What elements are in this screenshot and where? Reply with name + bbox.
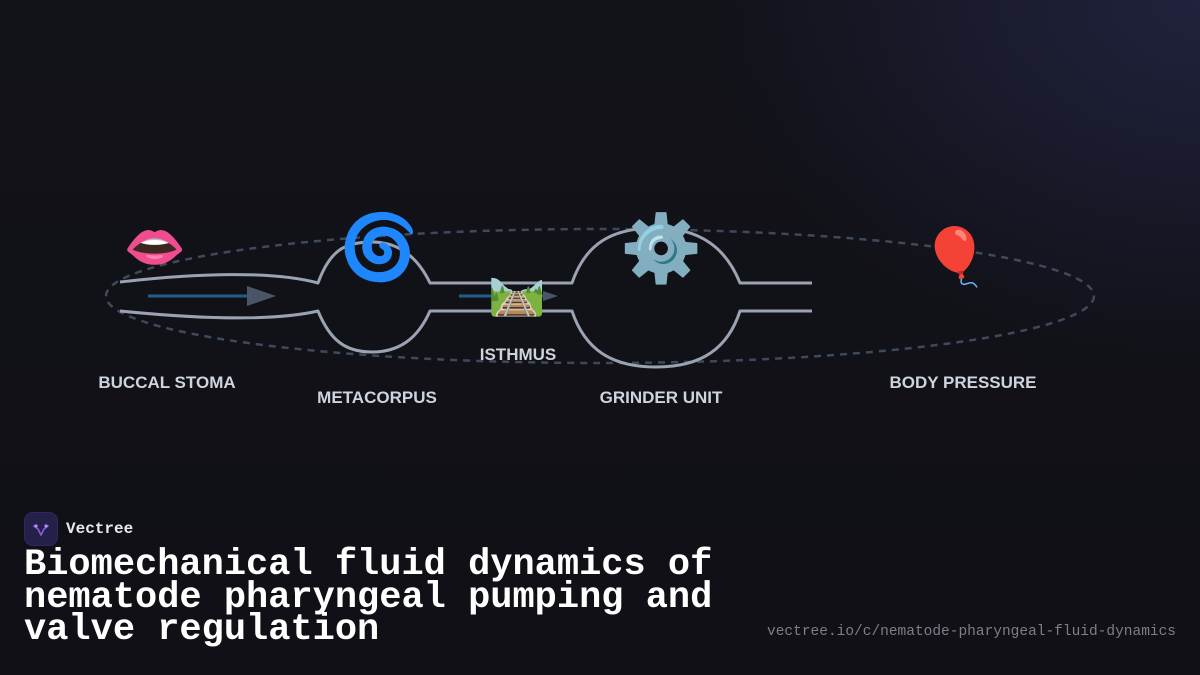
metacorpus-label: METACORPUS <box>317 388 437 407</box>
isthmus-flow-arrow-head <box>543 291 558 301</box>
railway-track-icon: 🛤️ <box>488 264 546 318</box>
flow-arrow-head <box>247 286 276 306</box>
buccal-stoma-label: BUCCAL STOMA <box>98 373 236 392</box>
pharynx-diagram <box>104 226 1096 369</box>
page-title: Biomechanical fluid dynamics of nematode… <box>24 544 713 651</box>
gear-icon: ⚙️ <box>620 210 703 287</box>
isthmus-label: ISTHMUS <box>479 345 557 364</box>
balloon-icon: 🎈 <box>920 225 990 290</box>
pharynx-upper-wall <box>119 226 812 285</box>
mouth-icon: 👄 <box>123 218 187 276</box>
grinder-unit-label: GRINDER UNIT <box>599 388 723 407</box>
cyclone-icon: 🌀 <box>339 211 419 285</box>
body-cavity-outline <box>104 227 1096 365</box>
body-pressure-label: BODY PRESSURE <box>889 373 1037 392</box>
pharynx-lower-wall <box>119 309 812 369</box>
vectree-logo-icon <box>24 512 58 546</box>
source-url: vectree.io/c/nematode-pharyngeal-fluid-d… <box>767 624 1176 640</box>
brand-name: Vectree <box>66 520 134 538</box>
brand: Vectree <box>24 512 133 546</box>
